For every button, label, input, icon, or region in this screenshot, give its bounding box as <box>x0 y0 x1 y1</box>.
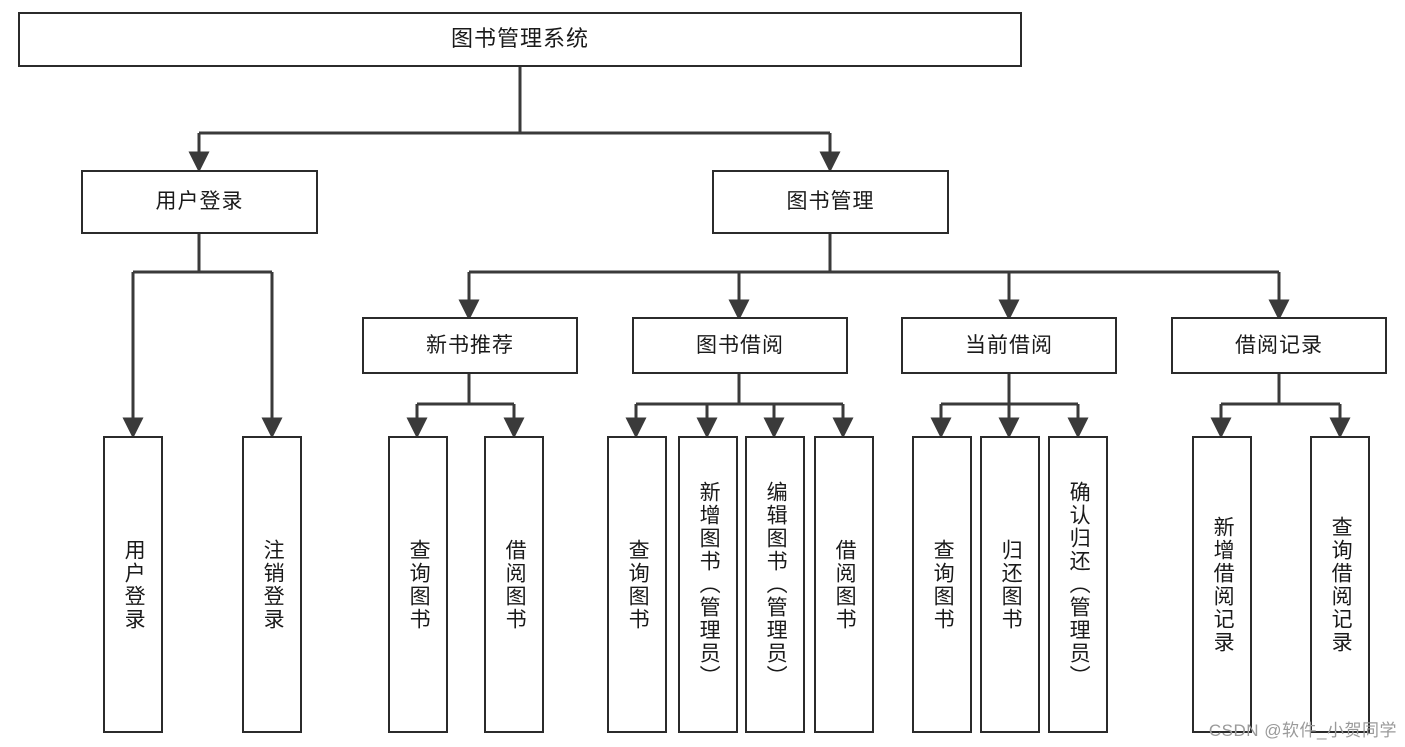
node-label: 用户登录 <box>155 190 244 214</box>
node-book-borrow[interactable]: 图书借阅 <box>632 317 848 374</box>
node-label: 编辑图书（管理员） <box>764 481 788 688</box>
leaf-user-login-login[interactable]: 用户登录 <box>103 436 163 733</box>
leaf-book-borrow-edit[interactable]: 编辑图书（管理员） <box>745 436 805 733</box>
node-root-system[interactable]: 图书管理系统 <box>18 12 1022 67</box>
node-label: 用户登录 <box>122 538 146 631</box>
node-borrow-records[interactable]: 借阅记录 <box>1171 317 1387 374</box>
node-label: 归还图书 <box>999 538 1023 631</box>
leaf-book-borrow-add[interactable]: 新增图书（管理员） <box>678 436 738 733</box>
leaf-current-borrow-return[interactable]: 归还图书 <box>980 436 1040 733</box>
leaf-new-book-borrow[interactable]: 借阅图书 <box>484 436 544 733</box>
node-label: 查询图书 <box>407 538 431 631</box>
leaf-user-login-logout[interactable]: 注销登录 <box>242 436 302 733</box>
node-current-borrow[interactable]: 当前借阅 <box>901 317 1117 374</box>
leaf-book-borrow-borrow[interactable]: 借阅图书 <box>814 436 874 733</box>
node-label: 当前借阅 <box>965 333 1053 357</box>
node-label: 借阅图书 <box>503 538 527 631</box>
leaf-borrow-records-query[interactable]: 查询借阅记录 <box>1310 436 1370 733</box>
node-label: 图书管理 <box>786 190 875 214</box>
node-label: 新增图书（管理员） <box>697 481 721 688</box>
leaf-current-borrow-confirm[interactable]: 确认归还（管理员） <box>1048 436 1108 733</box>
watermark-text: CSDN @软件_小贺同学 <box>1208 721 1397 740</box>
leaf-book-borrow-query[interactable]: 查询图书 <box>607 436 667 733</box>
node-label: 查询借阅记录 <box>1329 515 1353 654</box>
node-label: 图书管理系统 <box>450 26 589 52</box>
node-label: 新增借阅记录 <box>1211 515 1235 654</box>
node-user-login[interactable]: 用户登录 <box>81 170 318 234</box>
leaf-borrow-records-add[interactable]: 新增借阅记录 <box>1192 436 1252 733</box>
node-label: 确认归还（管理员） <box>1067 481 1091 688</box>
node-book-management[interactable]: 图书管理 <box>712 170 949 234</box>
node-label: 新书推荐 <box>426 333 514 357</box>
node-label: 借阅记录 <box>1235 333 1323 357</box>
node-label: 查询图书 <box>626 538 650 631</box>
node-new-book-recommend[interactable]: 新书推荐 <box>362 317 578 374</box>
node-label: 注销登录 <box>261 538 285 631</box>
leaf-current-borrow-query[interactable]: 查询图书 <box>912 436 972 733</box>
node-label: 查询图书 <box>931 538 955 631</box>
node-label: 借阅图书 <box>833 538 857 631</box>
leaf-new-book-query[interactable]: 查询图书 <box>388 436 448 733</box>
node-label: 图书借阅 <box>696 333 784 357</box>
